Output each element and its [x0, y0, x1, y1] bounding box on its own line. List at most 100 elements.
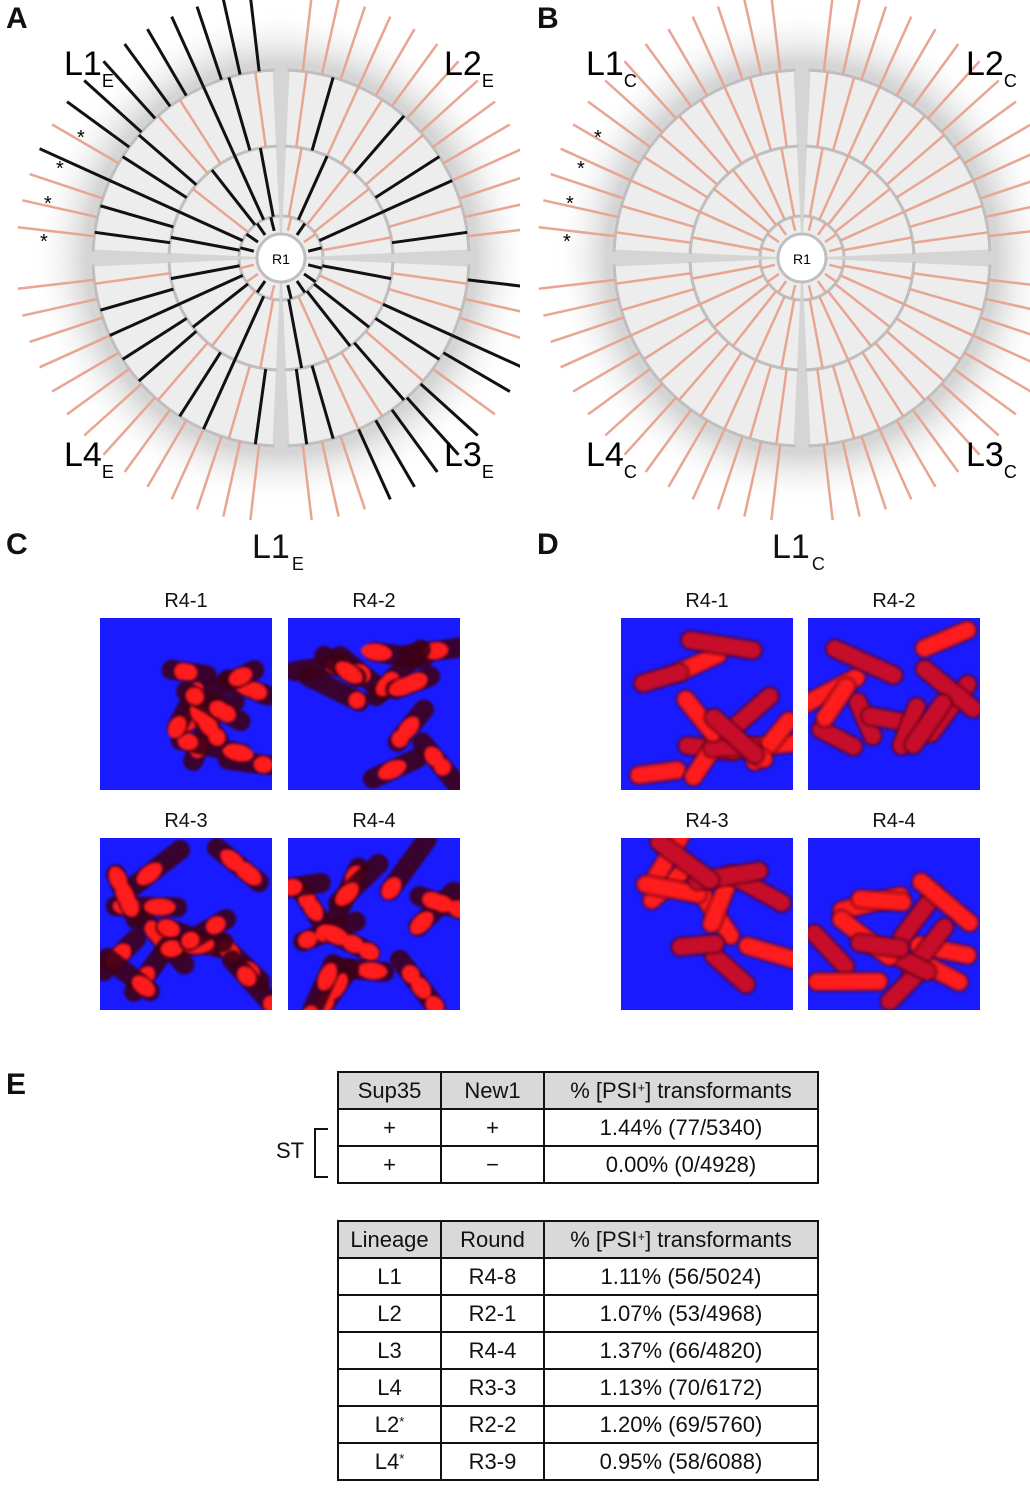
wheel-label-q1: L1E: [64, 45, 114, 91]
spoke-pink: [828, 263, 844, 270]
star-mark: *: [577, 158, 585, 180]
spoke-black: [310, 365, 335, 440]
cell: [161, 659, 218, 686]
spoke-pink: [39, 334, 111, 369]
spoke-black: [307, 263, 323, 270]
spoke-pink: [826, 169, 873, 226]
spoke-pink: [364, 330, 424, 382]
wheel-sector: [281, 258, 469, 446]
spoke-pink: [604, 382, 664, 437]
spoke-pink: [860, 435, 888, 510]
spoke-pink: [644, 409, 693, 473]
spoke-pink: [29, 316, 104, 344]
cell: [387, 699, 434, 752]
spoke-black: [286, 284, 293, 300]
wheel-ring: [167, 261, 278, 372]
image-label: R4-2: [352, 590, 396, 612]
spoke-pink: [760, 263, 776, 270]
spoke-pink: [818, 155, 850, 221]
spoke-pink: [770, 444, 782, 520]
spoke-pink: [17, 278, 95, 291]
spoke-pink: [878, 428, 913, 500]
spoke-pink: [777, 280, 788, 294]
spoke-black: [451, 334, 520, 368]
spoke-black: [318, 210, 384, 243]
spoke-black: [419, 382, 479, 437]
spoke-pink: [432, 100, 496, 149]
spoke-pink: [775, 368, 788, 445]
cell: [628, 760, 688, 786]
cell: [737, 935, 793, 972]
spoke-black: [405, 396, 460, 456]
spoke-pink: [723, 359, 757, 430]
spoke-pink: [326, 359, 360, 430]
micrograph-c-2: [288, 618, 460, 790]
spoke-pink: [157, 341, 209, 401]
spoke-pink: [239, 263, 255, 270]
spoke-pink: [642, 317, 709, 361]
cell: [879, 966, 925, 1010]
spoke-pink: [623, 60, 678, 120]
spoke-pink: [467, 228, 520, 238]
spoke-pink: [748, 77, 773, 151]
spoke-pink: [754, 295, 786, 361]
cell: L3: [337, 1331, 442, 1370]
cell: [176, 681, 251, 732]
cell: [183, 695, 229, 749]
cell: [389, 949, 446, 1010]
wheel-ring: [808, 264, 992, 448]
cell: +: [337, 1108, 442, 1147]
spoke-pink: [860, 6, 888, 81]
table-row: L4 R3-3 1.13% (70/6172): [337, 1368, 819, 1407]
wheel-ring: [803, 214, 846, 257]
spoke-pink: [885, 134, 945, 186]
panel-letter-a: A: [6, 2, 28, 35]
cell: 1.13% (70/6172): [543, 1368, 819, 1407]
spoke-pink: [543, 199, 619, 219]
wheel-ring: [282, 214, 325, 257]
spoke-pink: [66, 367, 130, 416]
spoke-black: [221, 0, 242, 75]
header-lineage: Lineage: [337, 1220, 442, 1259]
spoke-black: [191, 282, 249, 329]
spoke-pink: [340, 351, 384, 418]
spoke-pink: [790, 284, 797, 300]
spoke-black: [202, 86, 237, 157]
spoke-pink: [770, 0, 782, 72]
star-mark: *: [56, 158, 64, 180]
spoke-black: [258, 147, 275, 217]
spoke-pink: [824, 272, 838, 283]
spoke-pink: [963, 123, 1030, 165]
center-label: R1: [272, 251, 290, 267]
star-mark: *: [77, 127, 85, 149]
spoke-pink: [644, 43, 693, 107]
spoke-pink: [903, 303, 974, 337]
spoke-pink: [912, 272, 989, 285]
spoke-pink: [615, 272, 692, 285]
image-label: R4-4: [872, 810, 916, 832]
spoke-pink: [458, 316, 520, 340]
table-row: L2 R2-1 1.07% (53/4968): [337, 1294, 819, 1333]
wheel-label-q2: L2C: [966, 45, 1017, 91]
header-sup35: Sup35: [337, 1071, 442, 1110]
spoke-pink: [731, 169, 778, 226]
spoke-black: [109, 302, 180, 337]
wheel-label-q1: L1C: [586, 45, 637, 91]
spoke-pink: [839, 274, 905, 306]
spoke-black: [255, 280, 267, 294]
spoke-pink: [691, 428, 726, 500]
spoke-black: [178, 273, 244, 306]
wheel-sector: [281, 70, 469, 259]
micrograph-d-4: [808, 838, 980, 1010]
spoke-pink: [780, 147, 796, 217]
wheel-ring: [758, 214, 801, 257]
spoke-black: [287, 299, 304, 369]
wheel-ring: [803, 259, 846, 302]
spoke-black: [295, 280, 307, 294]
spoke-pink: [754, 155, 786, 221]
spoke-pink: [51, 351, 120, 393]
spoke-pink: [716, 435, 744, 510]
spoke-black: [233, 155, 266, 221]
spoke-pink: [743, 441, 763, 517]
wheel-ring: [237, 259, 280, 302]
